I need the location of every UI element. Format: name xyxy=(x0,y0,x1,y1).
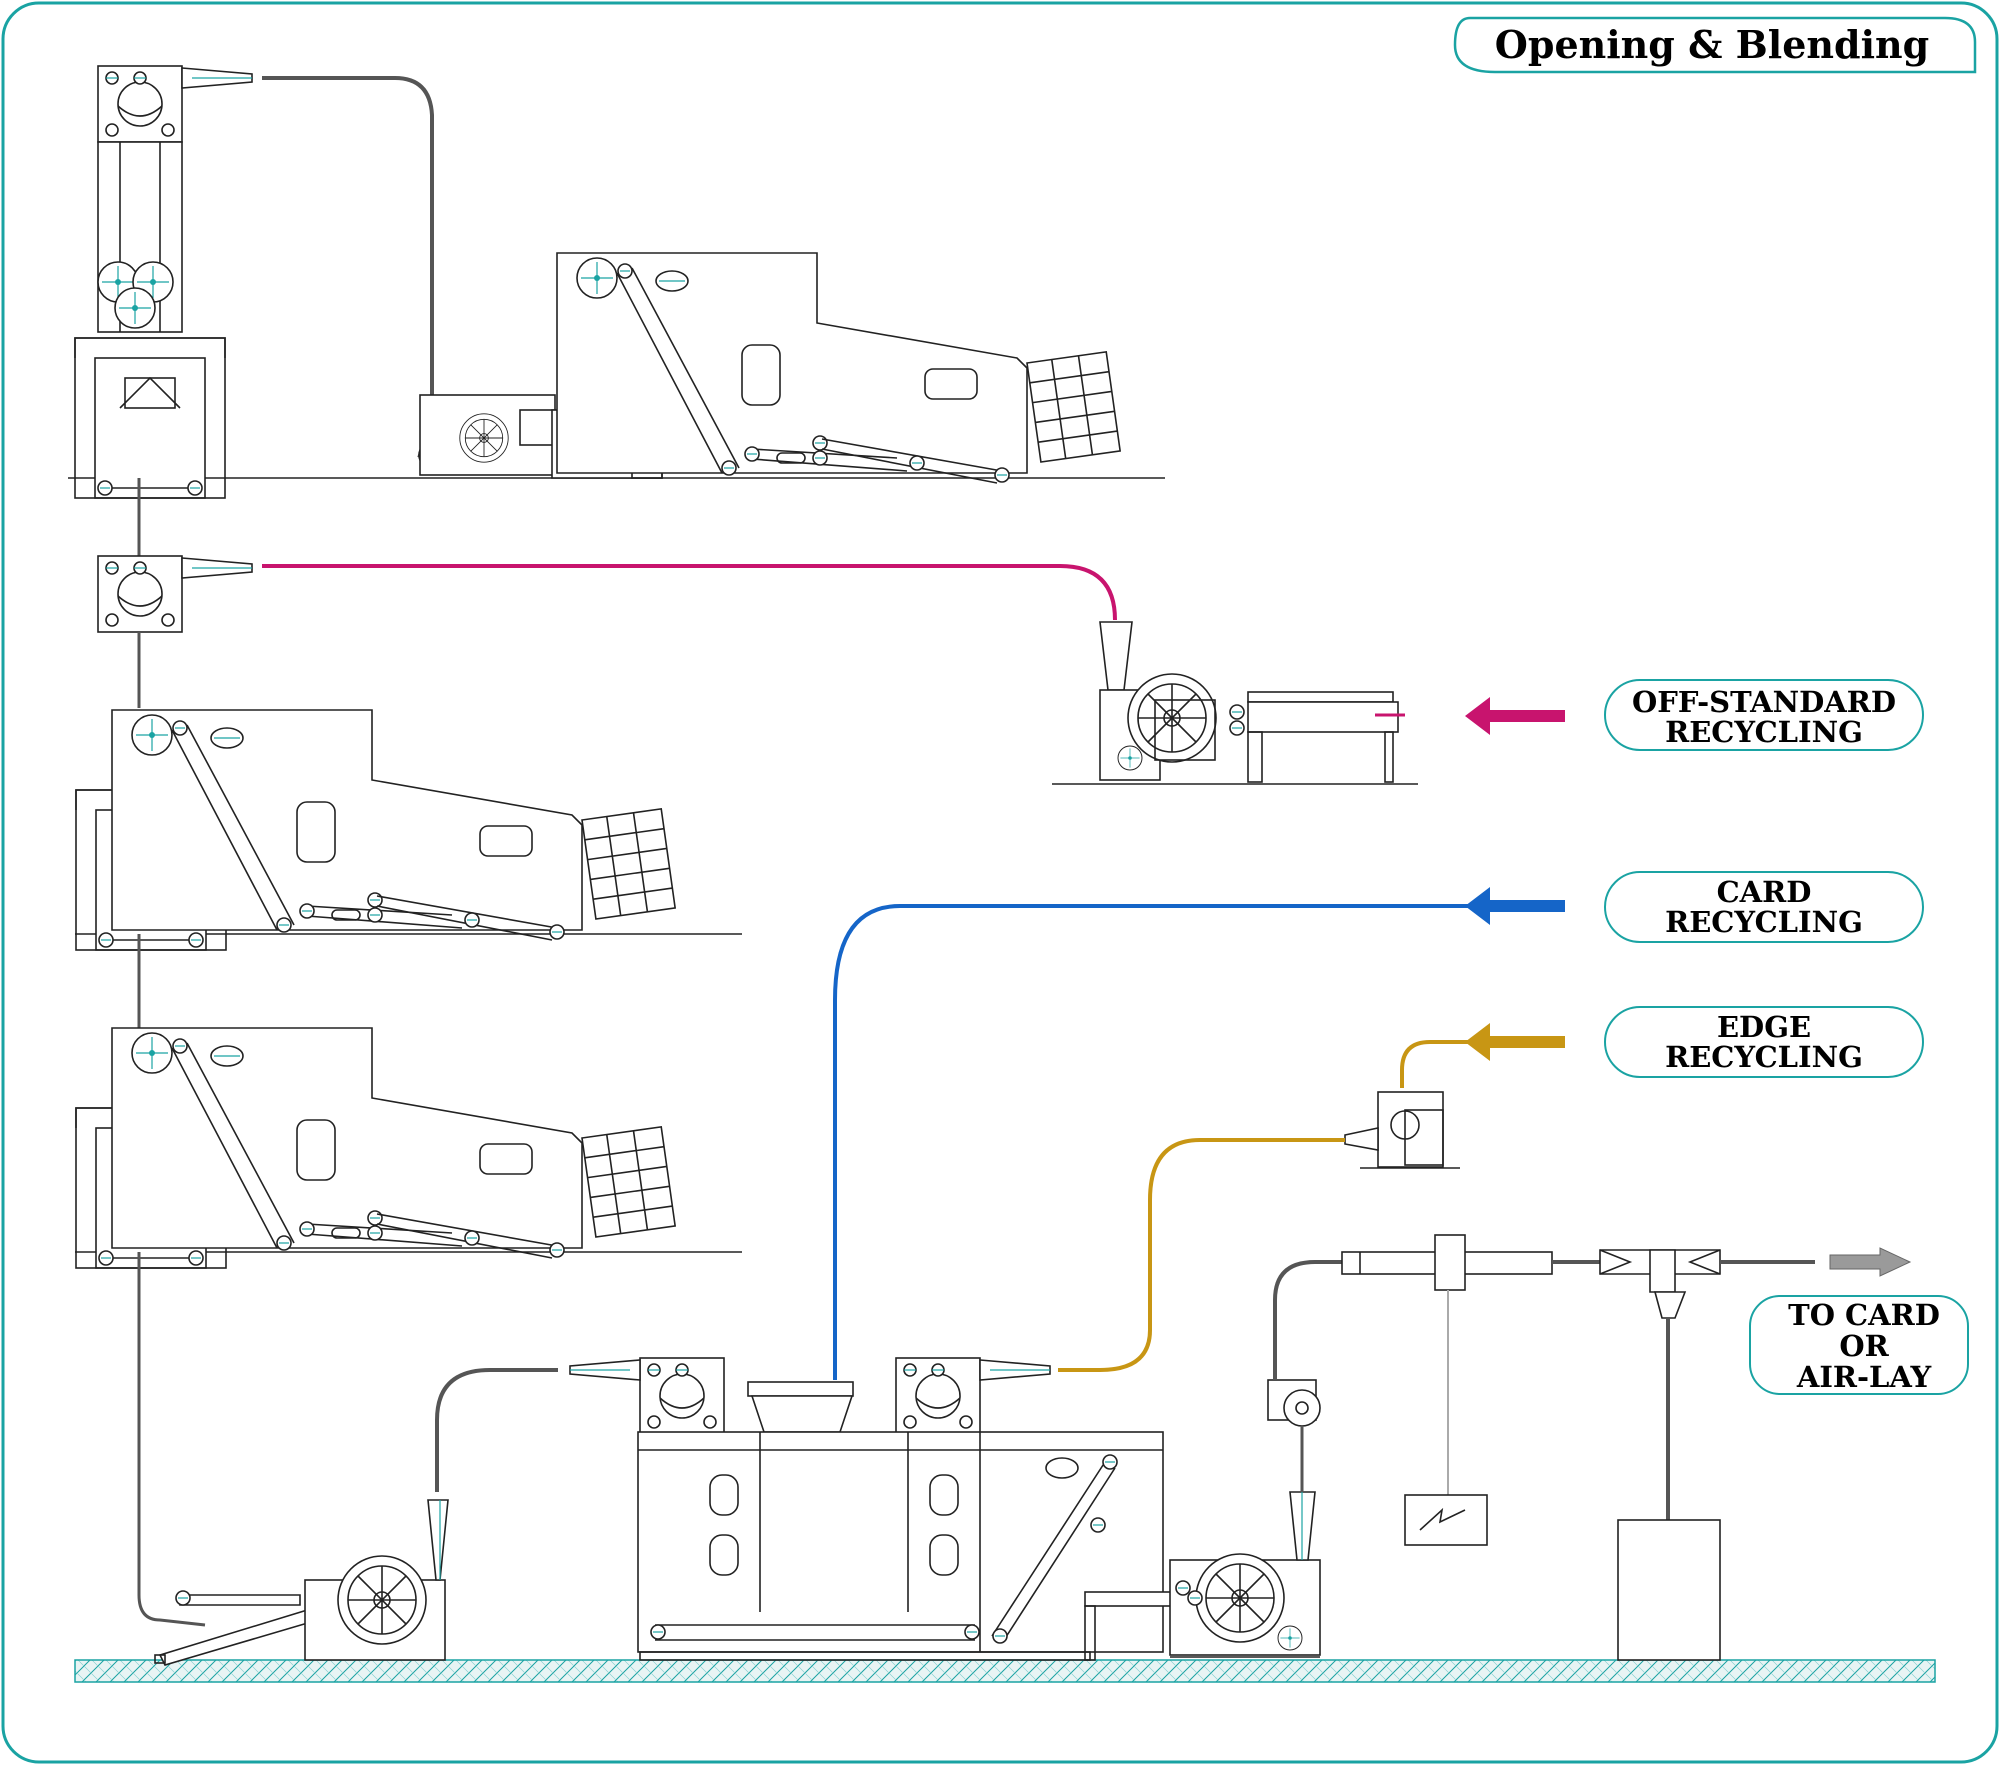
condenser-4 xyxy=(895,1357,981,1435)
page-title: Opening & Blending xyxy=(1495,22,1929,67)
fine-opener xyxy=(1084,1491,1321,1661)
transport-fan xyxy=(1267,1379,1321,1492)
bottom-feeder xyxy=(154,1499,449,1666)
chute-pipe xyxy=(1341,1234,1553,1546)
duct-to-chute xyxy=(1273,1260,1342,1380)
splitter xyxy=(1599,1249,1721,1661)
off-standard-label: OFF-STANDARD RECYCLING xyxy=(1604,679,1924,751)
blender-bins xyxy=(637,1431,1164,1661)
condenser-3-cone xyxy=(569,1359,641,1381)
hopper-top xyxy=(557,253,1120,483)
card-arrow xyxy=(1465,887,1565,925)
off-standard-text-1: OFF-STANDARD xyxy=(1632,685,1896,719)
card-recycling-label: CARD RECYCLING xyxy=(1604,871,1924,943)
to-card-text-3: AIR-LAY xyxy=(1796,1360,1932,1394)
to-card-text-2: OR xyxy=(1839,1329,1889,1363)
condenser-1 xyxy=(97,65,253,143)
off-standard-feeder xyxy=(1052,621,1418,785)
edge-recycling-duct-in xyxy=(1400,1040,1490,1088)
card-text-1: CARD xyxy=(1717,875,1812,909)
card-text-2: RECYCLING xyxy=(1665,905,1863,939)
weigh-box-top xyxy=(75,338,225,498)
edge-text-2: RECYCLING xyxy=(1665,1040,1863,1074)
card-recycling-duct xyxy=(833,904,1490,1380)
condenser-4-cone xyxy=(979,1359,1051,1381)
off-standard-duct xyxy=(262,564,1117,621)
to-card-label: TO CARD OR AIR-LAY xyxy=(1749,1295,1969,1395)
edge-opener xyxy=(1344,1091,1460,1169)
duct-top-1 xyxy=(262,76,434,458)
title-badge: Opening & Blending xyxy=(1453,16,1977,74)
edge-recycling-label: EDGE RECYCLING xyxy=(1604,1006,1924,1078)
center-funnel xyxy=(747,1381,854,1433)
floor xyxy=(74,1659,1936,1683)
condenser-3 xyxy=(639,1357,725,1435)
off-standard-text-2: RECYCLING xyxy=(1665,715,1863,749)
edge-text-1: EDGE xyxy=(1717,1010,1811,1044)
edge-recycling-duct-out xyxy=(1058,1138,1345,1372)
off-standard-arrow xyxy=(1465,697,1565,735)
duct-bottom-feed xyxy=(137,1594,206,1627)
output-arrow xyxy=(1829,1247,1912,1277)
duct-bottom-1 xyxy=(435,1368,558,1492)
hopper-2 xyxy=(112,710,675,940)
edge-arrow xyxy=(1465,1023,1565,1061)
tower-column xyxy=(97,141,183,333)
condenser-2 xyxy=(97,555,253,633)
to-card-text-1: TO CARD xyxy=(1788,1298,1940,1332)
hopper-3 xyxy=(112,1028,675,1258)
